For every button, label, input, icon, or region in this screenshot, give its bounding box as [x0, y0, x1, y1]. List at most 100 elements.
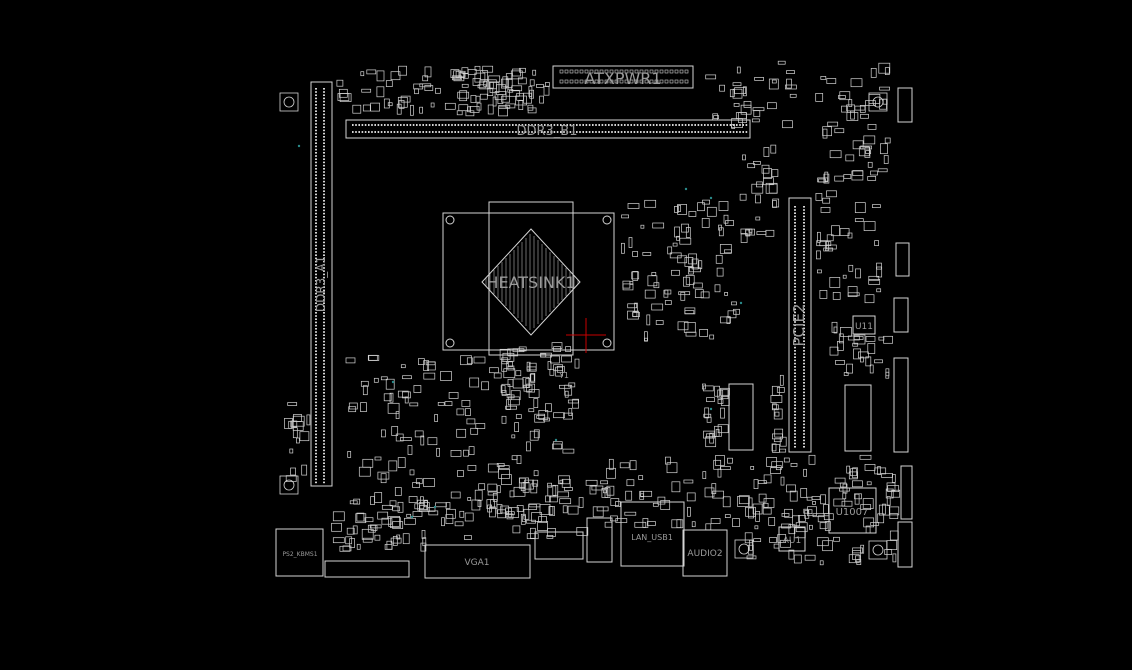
pin	[323, 139, 325, 141]
smd-part	[424, 85, 434, 91]
smd-part	[445, 514, 454, 524]
pin	[803, 305, 805, 307]
smd-part	[664, 300, 672, 305]
header-block[interactable]	[728, 383, 754, 451]
smd-part	[410, 104, 414, 116]
pin	[794, 439, 796, 442]
pin	[739, 124, 741, 126]
pin	[508, 131, 511, 133]
smd-part	[753, 479, 759, 489]
usb-stack[interactable]	[586, 517, 613, 563]
smd-part	[600, 480, 608, 485]
smd-part	[547, 361, 552, 370]
pin	[540, 131, 543, 133]
smd-part	[380, 473, 387, 484]
side-header[interactable]	[893, 357, 909, 453]
atx-power-connector[interactable]	[552, 65, 694, 89]
smd-part	[704, 487, 715, 498]
right-header[interactable]	[893, 297, 909, 333]
pin	[803, 426, 805, 429]
smd-part	[739, 193, 747, 201]
pin	[355, 124, 357, 126]
pin	[315, 244, 317, 247]
vga-connector[interactable]	[424, 544, 531, 579]
smd-part	[374, 456, 382, 461]
smd-part	[788, 524, 796, 535]
smd-part	[530, 373, 536, 383]
smd-part	[885, 488, 894, 499]
pin	[574, 69, 579, 74]
smd-part	[884, 549, 893, 555]
smd-part	[771, 461, 784, 469]
smd-part	[763, 168, 772, 179]
smd-part	[402, 375, 412, 380]
chip-u1007[interactable]	[828, 487, 877, 534]
smd-part	[487, 104, 494, 115]
smd-part	[377, 511, 389, 520]
smd-part	[653, 282, 660, 289]
ddr-slot-b[interactable]	[345, 119, 751, 139]
smd-part	[817, 231, 821, 243]
lan-usb-connector[interactable]	[620, 501, 685, 567]
pin	[315, 420, 317, 423]
pin	[323, 417, 325, 420]
pin	[563, 124, 565, 126]
pin	[315, 417, 317, 420]
header-block-2[interactable]	[844, 384, 872, 452]
cpu-heatsink-frame[interactable]	[442, 212, 615, 351]
smd-part	[798, 515, 806, 522]
audio-connector[interactable]	[682, 529, 728, 577]
rear-connector-strip[interactable]	[324, 560, 410, 578]
smd-part	[755, 216, 761, 221]
smd-part	[785, 84, 797, 90]
pin	[589, 69, 594, 74]
ps2-connector[interactable]	[275, 528, 324, 577]
pin	[684, 124, 687, 126]
smd-part	[731, 301, 737, 306]
pin	[315, 184, 317, 186]
pin	[315, 385, 317, 388]
heatsink-diamond[interactable]	[481, 228, 581, 336]
right-header-2[interactable]	[895, 242, 910, 277]
smd-part	[529, 89, 534, 99]
chip-au1[interactable]	[778, 526, 806, 552]
pin	[323, 196, 325, 199]
pin	[803, 442, 805, 445]
usb-connector[interactable]	[534, 531, 584, 560]
top-right-header[interactable]	[897, 87, 913, 123]
smd-part	[720, 387, 730, 396]
smd-part	[479, 80, 490, 90]
smd-part	[526, 533, 539, 540]
pin	[323, 459, 325, 461]
pin	[315, 241, 317, 244]
pin	[611, 124, 613, 126]
smd-part	[652, 502, 659, 507]
pin	[315, 388, 317, 391]
pcie-slot[interactable]	[788, 197, 812, 453]
smd-part	[680, 291, 686, 301]
pin	[505, 131, 508, 133]
ddr-slot-a[interactable]	[310, 81, 333, 487]
smd-part	[501, 415, 507, 424]
pin	[629, 69, 634, 74]
pin	[315, 440, 317, 442]
smd-part	[515, 414, 522, 419]
right-header-3[interactable]	[900, 465, 913, 520]
pin	[794, 337, 796, 339]
pin	[323, 356, 325, 359]
smd-part	[835, 360, 845, 365]
via	[410, 515, 414, 519]
pin	[794, 270, 796, 272]
pin	[377, 131, 380, 133]
smd-part	[367, 354, 378, 361]
right-header-4[interactable]	[897, 521, 913, 568]
pin	[803, 346, 805, 349]
chip-u11[interactable]	[852, 315, 876, 335]
smd-part	[516, 505, 524, 512]
pin	[572, 124, 575, 126]
smd-part	[423, 360, 429, 371]
smd-part	[687, 506, 691, 517]
pin	[691, 131, 693, 133]
